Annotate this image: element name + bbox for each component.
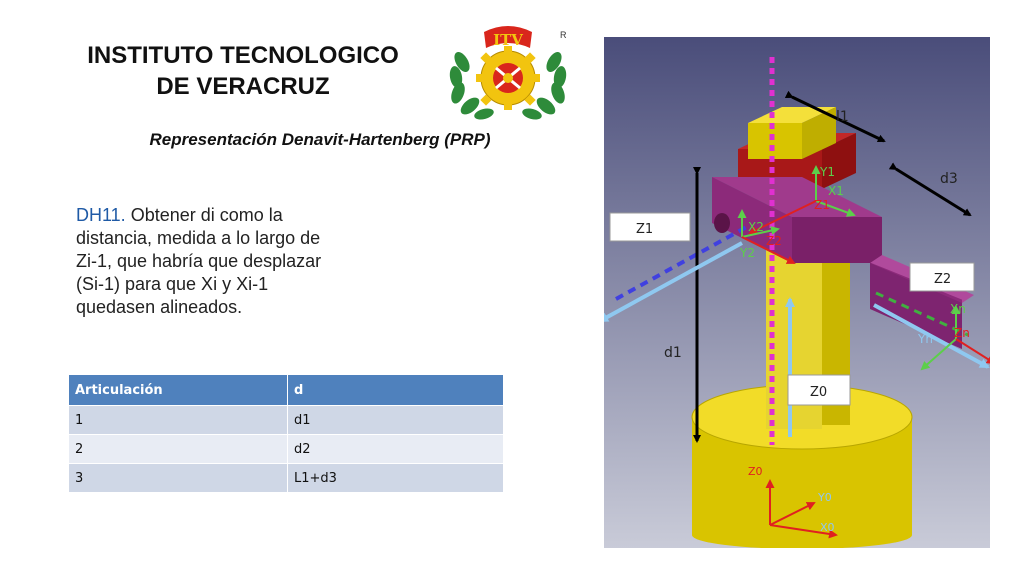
cell-joint: 2 xyxy=(68,434,288,464)
zn-axis xyxy=(955,338,990,365)
table-header-row: Articulación d xyxy=(68,374,504,406)
l1-measure xyxy=(784,90,886,143)
z2-dashed-axis xyxy=(875,291,969,337)
z1-vector xyxy=(604,241,743,322)
z1-red-axis xyxy=(748,200,817,234)
y0-axis xyxy=(769,502,816,526)
y1-label: Y1 xyxy=(819,165,835,179)
l1-label: l1 xyxy=(836,109,849,125)
institute-title: INSTITUTO TECNOLOGICO DE VERACRUZ xyxy=(62,40,424,102)
z2-axis-label: Z2 xyxy=(766,234,782,248)
z1-dashed-axis xyxy=(615,223,751,301)
slide-subtitle: Representación Denavit-Hartenberg (PRP) xyxy=(149,130,491,149)
yn-axis xyxy=(920,338,957,371)
zn-label: Zn xyxy=(954,326,970,340)
cell-d: d2 xyxy=(287,434,504,464)
z0-label-box: Z0 xyxy=(787,374,851,406)
x0-label: X0 xyxy=(820,521,835,534)
header-d: d xyxy=(287,374,504,406)
institute-title-line2: DE VERACRUZ xyxy=(156,73,330,100)
cell-d: d1 xyxy=(287,405,504,435)
itv-logo: ITV R xyxy=(449,26,567,120)
header-articulacion: Articulación xyxy=(68,374,288,406)
z2-label-box: Z2 xyxy=(909,262,975,292)
svg-text:Z0: Z0 xyxy=(810,385,827,400)
z2-vector xyxy=(873,303,990,369)
svg-text:Z2: Z2 xyxy=(934,272,951,287)
cell-joint: 1 xyxy=(68,405,288,435)
svg-text:Z1: Z1 xyxy=(636,222,653,237)
xn-label: Xn xyxy=(950,302,966,316)
robot-prp-diagram: Z1 Z2 Z0 l1 d3 d1 Y1 X1 Z1 X2 Z2 Y2 Xn Z… xyxy=(604,37,990,548)
z2-red-axis xyxy=(741,236,796,264)
x2-label: X2 xyxy=(748,220,764,234)
d3-label: d3 xyxy=(940,171,958,187)
table-row: 3 L1+d3 xyxy=(68,463,504,493)
d1-label: d1 xyxy=(664,345,682,361)
dh-lead: DH11. xyxy=(76,205,126,225)
x1-label: X1 xyxy=(828,184,844,198)
x2-axis xyxy=(741,226,780,238)
purple-arm xyxy=(712,177,882,263)
z0-axis-label: Z0 xyxy=(748,465,763,478)
table-row: 1 d1 xyxy=(68,405,504,435)
cell-d: L1+d3 xyxy=(287,463,504,493)
table-row: 2 d2 xyxy=(68,434,504,464)
z1-axis-label: Z1 xyxy=(814,198,830,212)
d3-measure xyxy=(888,162,972,217)
yn-label: Yn xyxy=(917,332,933,346)
y0-label: Y0 xyxy=(817,491,832,504)
x0-axis xyxy=(769,524,838,539)
cell-joint: 3 xyxy=(68,463,288,493)
x1-axis xyxy=(815,200,856,217)
dh-description: DH11. Obtener di como la distancia, medi… xyxy=(76,204,344,319)
logo-text: ITV xyxy=(493,31,523,49)
institute-title-line1: INSTITUTO TECNOLOGICO xyxy=(87,42,399,69)
y2-label: Y2 xyxy=(739,246,755,260)
z1-label-box: Z1 xyxy=(609,212,691,242)
dh-table: Articulación d 1 d1 2 d2 3 L1+d3 xyxy=(68,374,504,493)
registered-mark: R xyxy=(560,30,567,40)
dh-body-text: Obtener di como la distancia, medida a l… xyxy=(76,205,322,317)
